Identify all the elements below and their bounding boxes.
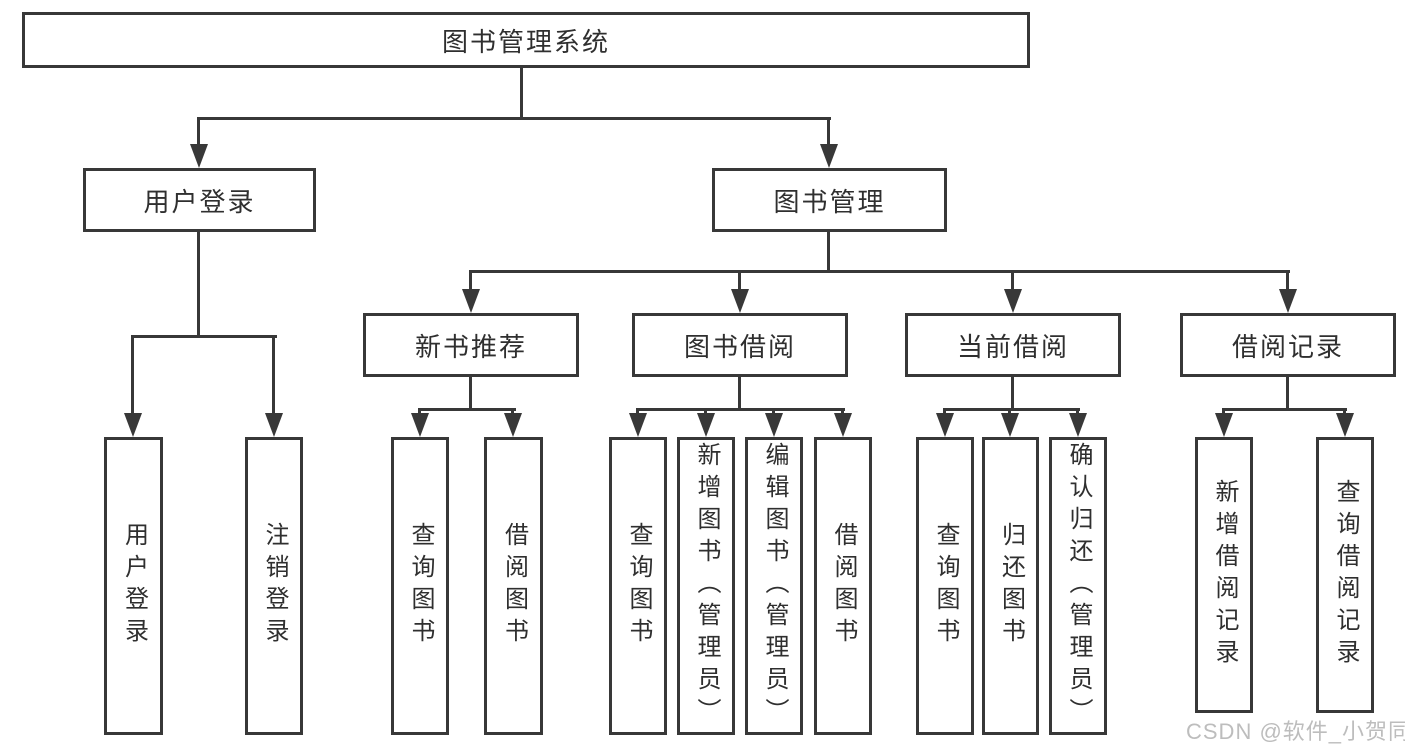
connector (1222, 408, 1347, 411)
leaf-return-books: 归还图书 (982, 437, 1039, 735)
connector (131, 335, 134, 417)
leaf-add-borrow-record: 新增借阅记录 (1195, 437, 1253, 713)
connector (418, 408, 421, 416)
connector (1286, 270, 1289, 291)
leaf-query-books-borrow-label: 查询图书 (625, 522, 652, 650)
leaf-query-books-borrow: 查询图书 (609, 437, 667, 735)
arrowhead-down-icon (124, 413, 142, 437)
leaf-query-books-recommend-label: 查询图书 (407, 522, 434, 650)
leaf-user-login-label: 用户登录 (120, 522, 148, 650)
connector (943, 408, 1080, 411)
connector (827, 231, 830, 272)
connector (943, 408, 946, 416)
node-root-label: 图书管理系统 (441, 26, 610, 57)
connector (1286, 375, 1289, 410)
leaf-borrow-books-label: 借阅图书 (830, 522, 857, 650)
arrowhead-down-icon (1069, 413, 1087, 437)
arrowhead-down-icon (629, 413, 647, 437)
connector (197, 117, 831, 120)
leaf-user-login: 用户登录 (104, 437, 163, 735)
node-new-book-recommend: 新书推荐 (363, 313, 579, 377)
connector (738, 375, 741, 410)
arrowhead-down-icon (697, 413, 715, 437)
arrowhead-down-icon (936, 413, 954, 437)
watermark: CSDN @软件_小贺同学 (1186, 719, 1405, 744)
arrowhead-down-icon (834, 413, 852, 437)
node-user-login: 用户登录 (83, 168, 316, 232)
arrowhead-down-icon (462, 289, 480, 313)
arrowhead-down-icon (1215, 413, 1233, 437)
leaf-confirm-return-admin-label: 确认归还（管理员） (1065, 442, 1092, 730)
connector (1222, 408, 1225, 416)
connector (636, 408, 845, 411)
leaf-query-borrow-record-label: 查询借阅记录 (1332, 479, 1359, 671)
connector (131, 335, 277, 338)
node-root: 图书管理系统 (22, 12, 1030, 68)
arrowhead-down-icon (1004, 289, 1022, 313)
leaf-return-books-label: 归还图书 (997, 522, 1025, 650)
leaf-query-books-recommend: 查询图书 (391, 437, 449, 735)
connector (511, 408, 514, 416)
connector (520, 66, 523, 119)
arrowhead-down-icon (820, 144, 838, 168)
connector (469, 270, 1290, 273)
leaf-add-books-admin: 新增图书（管理员） (677, 437, 735, 735)
leaf-logout: 注销登录 (245, 437, 303, 735)
connector (1343, 408, 1346, 416)
arrowhead-down-icon (731, 289, 749, 313)
arrowhead-down-icon (1279, 289, 1297, 313)
node-new-book-recommend-label: 新书推荐 (414, 331, 527, 362)
connector (197, 117, 200, 147)
node-borrow-records-label: 借阅记录 (1231, 331, 1344, 362)
connector (772, 408, 775, 416)
leaf-logout-label: 注销登录 (261, 522, 288, 650)
leaf-borrow-books: 借阅图书 (814, 437, 872, 735)
arrowhead-down-icon (190, 144, 208, 168)
connector (827, 117, 830, 147)
node-book-borrow-label: 图书借阅 (683, 331, 796, 362)
connector (1076, 408, 1079, 416)
connector (704, 408, 707, 416)
connector (197, 230, 200, 337)
node-current-borrow: 当前借阅 (905, 313, 1121, 377)
node-book-management-label: 图书管理 (773, 186, 886, 217)
node-book-borrow: 图书借阅 (632, 313, 848, 377)
connector (272, 335, 275, 417)
leaf-add-books-admin-label: 新增图书（管理员） (693, 442, 720, 730)
leaf-query-borrow-record: 查询借阅记录 (1316, 437, 1374, 713)
node-user-login-label: 用户登录 (143, 186, 256, 217)
leaf-edit-books-admin-label: 编辑图书（管理员） (761, 442, 788, 730)
leaf-edit-books-admin: 编辑图书（管理员） (745, 437, 803, 735)
arrowhead-down-icon (1336, 413, 1354, 437)
leaf-confirm-return-admin: 确认归还（管理员） (1049, 437, 1107, 735)
arrowhead-down-icon (265, 413, 283, 437)
node-borrow-records: 借阅记录 (1180, 313, 1396, 377)
arrowhead-down-icon (765, 413, 783, 437)
connector (1011, 270, 1014, 291)
connector (1008, 408, 1011, 416)
connector (418, 408, 516, 411)
connector (1011, 375, 1014, 410)
arrowhead-down-icon (504, 413, 522, 437)
connector (841, 408, 844, 416)
arrowhead-down-icon (411, 413, 429, 437)
node-book-management: 图书管理 (712, 168, 947, 232)
leaf-query-books-current: 查询图书 (916, 437, 974, 735)
connector (469, 270, 472, 291)
leaf-query-books-current-label: 查询图书 (932, 522, 959, 650)
leaf-borrow-books-recommend: 借阅图书 (484, 437, 543, 735)
connector (469, 375, 472, 410)
connector (738, 270, 741, 291)
leaf-add-borrow-record-label: 新增借阅记录 (1211, 479, 1238, 671)
arrowhead-down-icon (1001, 413, 1019, 437)
connector (636, 408, 639, 416)
node-current-borrow-label: 当前借阅 (956, 331, 1069, 362)
leaf-borrow-books-recommend-label: 借阅图书 (500, 522, 528, 650)
